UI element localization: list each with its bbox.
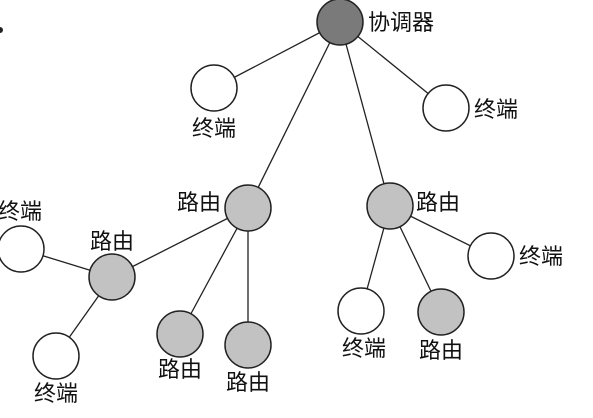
- edge-router-center-left-to-router-bottom-a: [179, 207, 249, 335]
- edge-coordinator-to-router-center-right: [339, 21, 391, 207]
- router-node: [156, 310, 204, 358]
- labels: 协调器终端终端路由路由路由终端终端路由路由终端路由终端: [0, 11, 563, 407]
- router-label: 路由: [158, 358, 202, 383]
- terminal-label: 终端: [0, 200, 42, 225]
- router-node: [224, 184, 272, 232]
- router-label: 路由: [419, 339, 463, 364]
- router-label: 路由: [226, 371, 270, 396]
- router-label: 路由: [416, 191, 460, 216]
- terminal-label: 终端: [474, 98, 518, 123]
- terminal-label: 终端: [192, 117, 236, 142]
- edge-dot: [0, 27, 3, 33]
- terminal-node: [467, 232, 515, 280]
- router-node: [417, 288, 465, 336]
- router-label: 路由: [177, 191, 221, 216]
- edge-coordinator-to-router-center-left: [247, 21, 341, 209]
- router-node: [366, 182, 414, 230]
- coordinator-node: [316, 0, 364, 46]
- router-label: 路由: [90, 230, 134, 255]
- terminal-node: [190, 64, 238, 112]
- router-node: [224, 321, 272, 369]
- nodes: [0, 0, 515, 380]
- terminal-node: [32, 332, 80, 380]
- terminal-node: [337, 287, 385, 335]
- terminal-label: 终端: [519, 245, 563, 270]
- terminal-label: 终端: [342, 337, 386, 362]
- router-node: [88, 253, 136, 301]
- edge-router-center-left-to-router-left: [111, 207, 249, 278]
- terminal-node: [0, 225, 45, 273]
- terminal-label: 终端: [34, 382, 78, 407]
- coordinator-label: 协调器: [368, 11, 434, 36]
- terminal-node: [422, 84, 470, 132]
